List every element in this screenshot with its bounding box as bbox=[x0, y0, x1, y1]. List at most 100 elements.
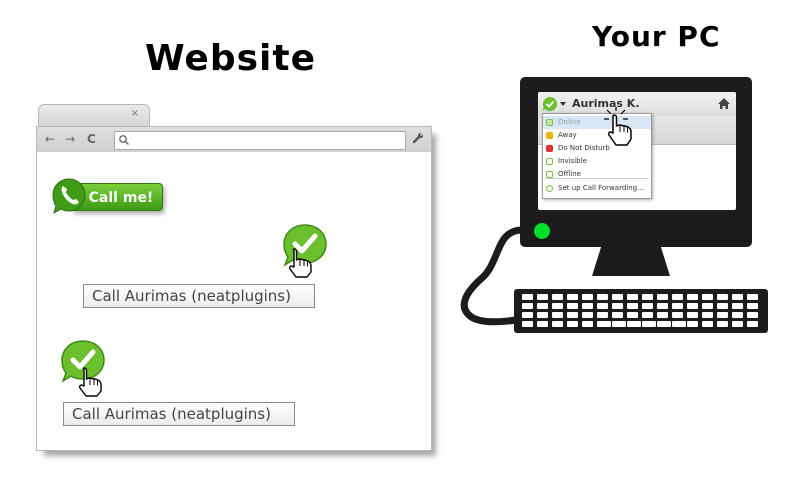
status-option-label: Do Not Disturb bbox=[558, 144, 610, 152]
keyboard-key bbox=[657, 303, 668, 309]
back-arrow-icon[interactable]: ← bbox=[45, 132, 56, 146]
keyboard-key bbox=[747, 294, 758, 300]
keyboard-key bbox=[747, 303, 758, 309]
forward-arrow-icon[interactable]: → bbox=[65, 132, 76, 146]
keyboard-key bbox=[702, 312, 713, 318]
forwarding-label: Set up Call Forwarding... bbox=[558, 184, 644, 192]
call-aurimas-button[interactable]: Call Aurimas (neatplugins) bbox=[63, 402, 295, 426]
call-aurimas-button[interactable]: Call Aurimas (neatplugins) bbox=[83, 284, 315, 308]
tab-close-icon[interactable]: × bbox=[130, 108, 139, 119]
keyboard-key bbox=[597, 321, 611, 327]
wrench-icon[interactable] bbox=[411, 131, 425, 145]
keyboard-key bbox=[747, 312, 758, 318]
keyboard-key bbox=[702, 294, 713, 300]
status-option-offline[interactable]: Offline bbox=[543, 168, 651, 181]
keyboard-key bbox=[717, 321, 728, 327]
hand-cursor-icon bbox=[78, 367, 102, 397]
keyboard-key bbox=[567, 303, 578, 309]
keyboard-key bbox=[537, 312, 548, 318]
keyboard-key bbox=[687, 303, 698, 309]
power-led bbox=[534, 223, 550, 239]
keyboard-key bbox=[612, 321, 626, 327]
status-option-dnd[interactable]: Do Not Disturb bbox=[543, 142, 651, 155]
status-option-invisible[interactable]: Invisible bbox=[543, 155, 651, 168]
keyboard-key bbox=[687, 294, 698, 300]
keyboard-key bbox=[522, 294, 533, 300]
address-bar[interactable] bbox=[114, 131, 406, 150]
invisible-status-icon bbox=[546, 158, 553, 165]
home-icon[interactable] bbox=[717, 97, 731, 110]
keyboard-key bbox=[672, 303, 683, 309]
keyboard-key bbox=[552, 294, 563, 300]
keyboard bbox=[514, 289, 768, 333]
monitor: Aurimas K. Online Away Do Not Disturb In… bbox=[520, 77, 752, 247]
online-status-icon bbox=[546, 119, 553, 126]
keyboard-key bbox=[567, 321, 578, 327]
keyboard-key bbox=[597, 294, 608, 300]
menu-divider bbox=[545, 178, 649, 179]
browser-window: × ← → C Call me! bbox=[36, 104, 432, 452]
search-icon bbox=[119, 135, 130, 146]
keyboard-key bbox=[612, 294, 623, 300]
keyboard-key bbox=[732, 312, 743, 318]
keyboard-key bbox=[597, 312, 608, 318]
keyboard-key bbox=[657, 312, 668, 318]
keyboard-key bbox=[627, 303, 638, 309]
forwarding-icon bbox=[546, 185, 553, 192]
hand-cursor-icon bbox=[288, 248, 312, 278]
phone-icon bbox=[52, 178, 86, 215]
keyboard-key bbox=[597, 303, 608, 309]
keyboard-key bbox=[582, 312, 593, 318]
browser-toolbar: ← → C bbox=[36, 126, 432, 154]
keyboard-key bbox=[642, 321, 656, 327]
reload-icon[interactable]: C bbox=[87, 132, 96, 146]
status-online-icon[interactable] bbox=[542, 96, 568, 112]
keyboard-key bbox=[642, 303, 653, 309]
status-dropdown: Online Away Do Not Disturb Invisible Off… bbox=[542, 113, 652, 199]
keyboard-key bbox=[627, 312, 638, 318]
status-option-away[interactable]: Away bbox=[543, 129, 651, 142]
status-option-label: Away bbox=[558, 131, 577, 139]
call-me-widget[interactable]: Call me! bbox=[51, 177, 167, 215]
keyboard-key bbox=[582, 294, 593, 300]
keyboard-key bbox=[582, 321, 593, 327]
dnd-status-icon bbox=[546, 145, 553, 152]
keyboard-key bbox=[717, 312, 728, 318]
keyboard-key bbox=[642, 294, 653, 300]
keyboard-key bbox=[627, 294, 638, 300]
keyboard-key bbox=[552, 303, 563, 309]
keyboard-key bbox=[522, 312, 533, 318]
keyboard-key bbox=[687, 321, 698, 327]
keyboard-key bbox=[567, 312, 578, 318]
keyboard-key bbox=[717, 294, 728, 300]
keyboard-key bbox=[672, 294, 683, 300]
keyboard-key bbox=[552, 321, 563, 327]
status-option-label: Offline bbox=[558, 170, 581, 178]
keyboard-key bbox=[687, 312, 698, 318]
call-me-button[interactable]: Call me! bbox=[71, 183, 163, 211]
keyboard-key bbox=[732, 294, 743, 300]
web-page: Call me! Call Aurimas (neatplugins) bbox=[36, 152, 432, 451]
call-forwarding-option[interactable]: Set up Call Forwarding... bbox=[543, 182, 651, 195]
keyboard-key bbox=[612, 312, 623, 318]
keyboard-key bbox=[702, 303, 713, 309]
keyboard-key bbox=[657, 294, 668, 300]
monitor-screen: Aurimas K. Online Away Do Not Disturb In… bbox=[538, 92, 736, 210]
user-name: Aurimas K. bbox=[572, 97, 640, 110]
status-option-label: Online bbox=[558, 118, 581, 126]
offline-status-icon bbox=[546, 171, 553, 178]
monitor-stand bbox=[592, 246, 670, 276]
browser-tab[interactable]: × bbox=[38, 104, 150, 127]
online-check-icon[interactable] bbox=[59, 338, 107, 384]
keyboard-key bbox=[567, 294, 578, 300]
status-option-label: Invisible bbox=[558, 157, 587, 165]
keyboard-key bbox=[702, 321, 713, 327]
keyboard-key bbox=[522, 321, 533, 327]
keyboard-key bbox=[612, 303, 623, 309]
keyboard-key bbox=[672, 312, 683, 318]
keyboard-key bbox=[672, 321, 686, 327]
away-status-icon bbox=[546, 132, 553, 139]
your-pc-heading: Your PC bbox=[592, 20, 721, 53]
app-header: Aurimas K. bbox=[538, 92, 736, 116]
keyboard-key bbox=[537, 321, 548, 327]
